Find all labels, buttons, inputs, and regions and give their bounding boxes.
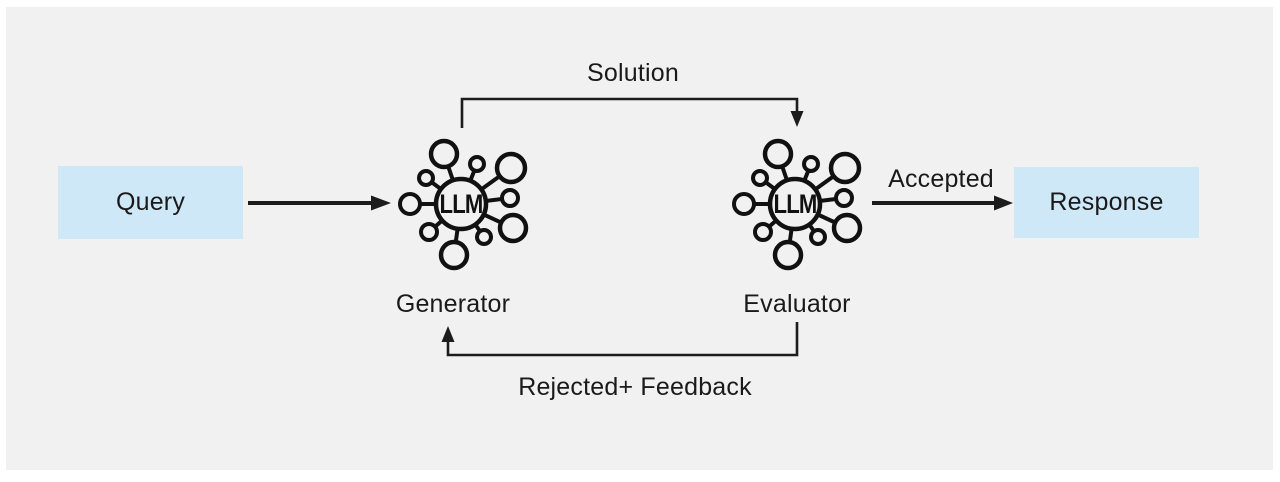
generator-node-label: Generator [395, 290, 511, 318]
llm-network-icon: LLM [391, 129, 531, 279]
query-box: Query [58, 166, 243, 239]
evaluator-icon-label: LLM [773, 190, 816, 220]
query-label: Query [115, 188, 186, 216]
generator-icon-label: LLM [439, 190, 482, 220]
evaluator-node-label: Evaluator [743, 290, 851, 318]
accepted-edge-label: Accepted [888, 165, 994, 193]
solution-edge-label: Solution [587, 59, 679, 87]
response-label: Response [1049, 188, 1164, 216]
response-box: Response [1014, 167, 1199, 238]
llm-network-icon: LLM [725, 129, 865, 279]
rejected-feedback-edge-label: Rejected+ Feedback [518, 373, 752, 401]
